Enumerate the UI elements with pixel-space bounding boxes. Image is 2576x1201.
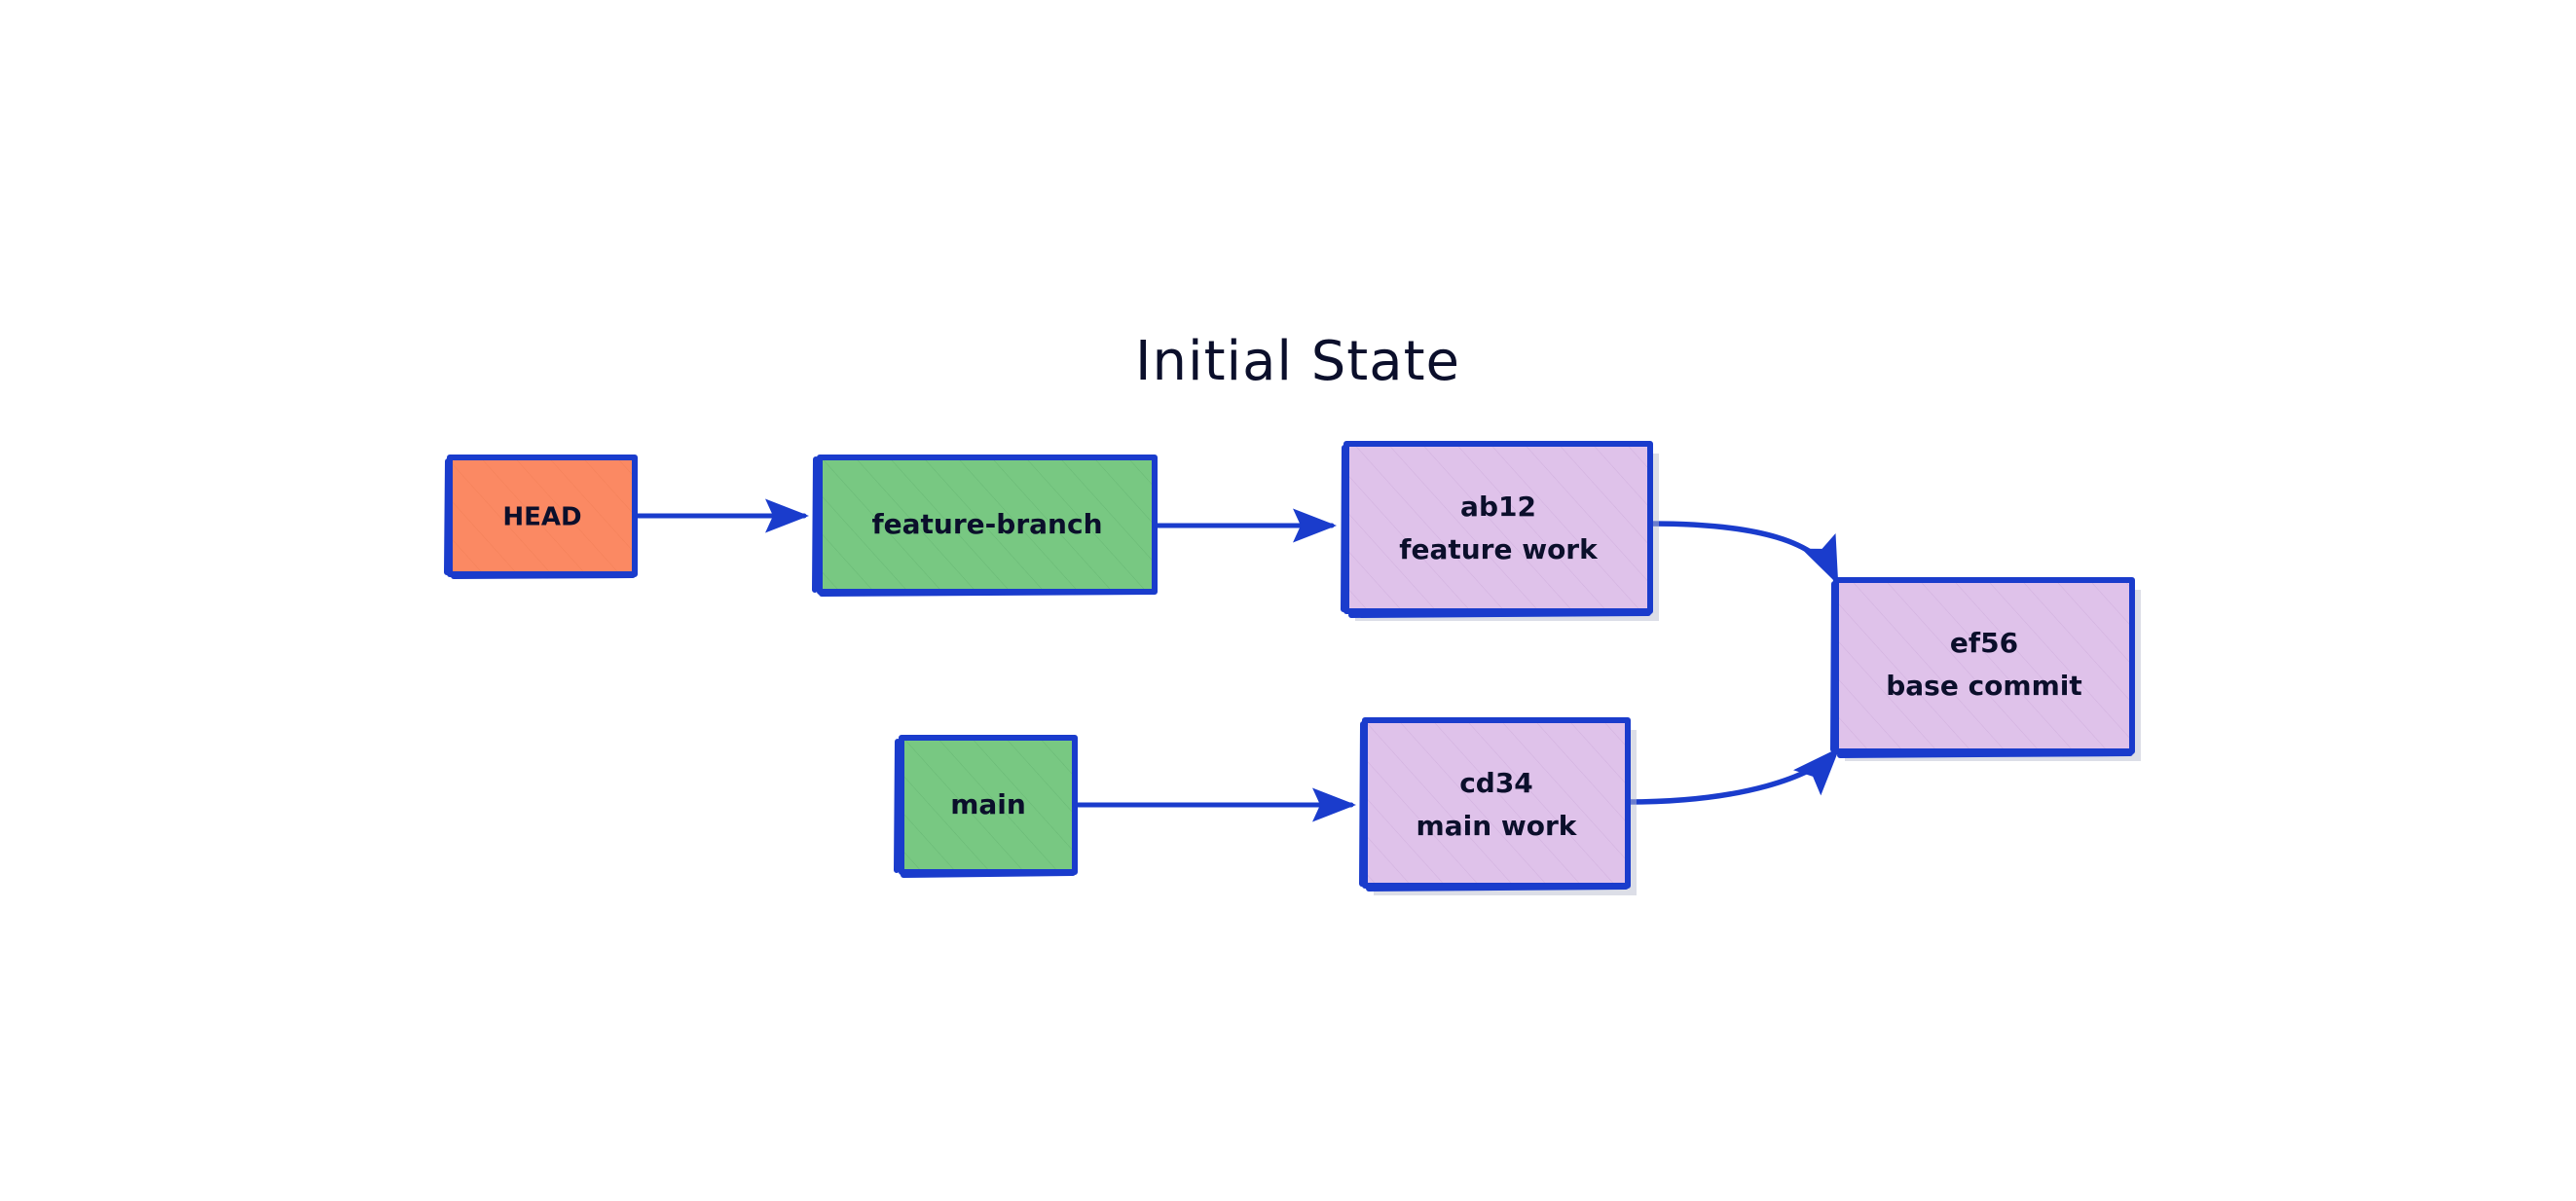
- head-node-box: [447, 455, 638, 577]
- feature-branch-node[interactable]: feature-branch: [812, 455, 1158, 597]
- commit-ef56-node[interactable]: ef56 base commit: [1830, 577, 2141, 761]
- commit-ab12-node-label-1: feature work: [1399, 533, 1599, 565]
- commit-cd34-node-sketch-stroke: [1359, 721, 1629, 892]
- head-node-sketch-stroke: [444, 458, 636, 579]
- feature-branch-node-box: [817, 455, 1158, 595]
- page-title: Initial State: [1135, 330, 1460, 393]
- commit-cd34-node-box: [1362, 717, 1631, 889]
- commit-cd34-node-label-1: main work: [1417, 810, 1578, 842]
- commit-ab12-node-label-0: ab12: [1460, 491, 1536, 523]
- feature-branch-node-label-0: feature-branch: [871, 508, 1102, 540]
- main-branch-node-label-0: main: [950, 788, 1026, 820]
- commit-ef56-node-box: [1833, 577, 2135, 754]
- commit-ab12-node-box: [1343, 441, 1653, 614]
- head-node[interactable]: HEAD: [444, 455, 638, 579]
- commit-ef56-node-sketch-stroke: [1830, 581, 2133, 758]
- commit-ab12-node-sketch-stroke: [1341, 445, 1651, 618]
- feature-branch-node-sketch-stroke: [812, 456, 1156, 597]
- edge-cd34-to-ef56: [1625, 746, 1840, 805]
- nodes-layer: HEAD feature-branch ab12 feature work ma…: [444, 441, 2141, 895]
- main-branch-node-sketch-stroke: [894, 739, 1076, 878]
- head-node-label-0: HEAD: [502, 503, 581, 532]
- commit-cd34-node[interactable]: cd34 main work: [1359, 717, 1637, 895]
- main-branch-node-box: [899, 735, 1078, 875]
- main-branch-node[interactable]: main: [894, 735, 1078, 878]
- commit-ef56-node-label-1: base commit: [1886, 670, 2082, 702]
- commit-ef56-node-label-0: ef56: [1950, 627, 2018, 659]
- edge-ab12-to-ef56: [1647, 521, 1839, 586]
- commit-cd34-node-label-0: cd34: [1459, 767, 1533, 799]
- edges-layer: [632, 498, 1840, 822]
- commit-ab12-node[interactable]: ab12 feature work: [1341, 441, 1659, 621]
